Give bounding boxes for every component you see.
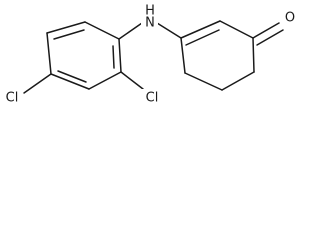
- para-chlorine-label: Cl: [1, 89, 23, 106]
- bond: [221, 71, 255, 91]
- bond-nitrogen-to-enone: [156, 22, 182, 39]
- bond: [252, 37, 255, 73]
- amine-hydrogen-label: H: [145, 4, 155, 19]
- chemical-structure-diagram: H N O Cl Cl: [1, 4, 297, 106]
- bond-to-ortho-chlorine: [120, 71, 144, 90]
- dichlorophenyl-ring: [46, 21, 122, 90]
- bond: [219, 20, 254, 39]
- double-bond-inner: [112, 45, 115, 69]
- carbonyl-bond: [252, 22, 280, 39]
- bond: [88, 71, 122, 90]
- bond: [46, 32, 52, 75]
- bond: [118, 38, 122, 73]
- ortho-chlorine-label: Cl: [141, 89, 163, 106]
- double-bond-inner: [57, 70, 87, 83]
- bond: [180, 20, 221, 39]
- bond: [180, 37, 186, 74]
- bond: [185, 29, 220, 46]
- cyclohexenone-ring: [180, 20, 255, 91]
- bond-ring-to-nitrogen: [118, 22, 143, 40]
- bond: [46, 21, 86, 34]
- carbonyl-oxygen-label: O: [283, 10, 297, 26]
- amine-label: H N: [141, 4, 158, 31]
- oxygen-label: O: [285, 11, 295, 26]
- chlorine-label: Cl: [6, 91, 19, 106]
- double-bond-inner: [53, 29, 85, 40]
- bond: [184, 72, 223, 91]
- bond: [84, 21, 120, 40]
- bond: [50, 73, 90, 90]
- chlorine-label: Cl: [146, 91, 159, 106]
- amine-nitrogen-label: N: [145, 16, 155, 31]
- bond-to-para-chlorine: [23, 73, 52, 94]
- carbonyl-bond: [256, 29, 284, 46]
